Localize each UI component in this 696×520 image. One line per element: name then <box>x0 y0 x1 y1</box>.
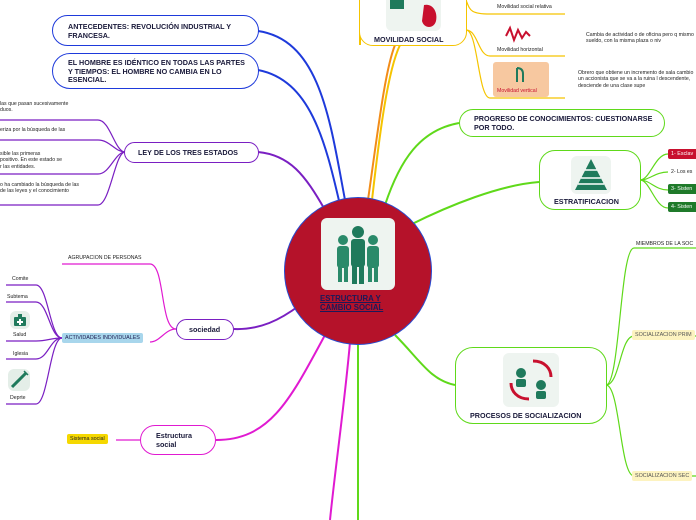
wave-icon <box>502 24 536 44</box>
socializacion-secundaria-tag[interactable]: SOCIALIZACION SEC <box>632 471 693 481</box>
tie-icon <box>516 67 524 82</box>
strata-3[interactable]: 3- Sisten <box>668 184 696 194</box>
central-title: ESTRUCTURA Y CAMBIO SOCIAL <box>320 294 384 313</box>
activity-subtema[interactable]: Subtema <box>7 294 28 300</box>
estratificacion-node[interactable]: ESTRATIFICACION <box>539 150 641 210</box>
hombre-node[interactable]: EL HOMBRE ES IDÉNTICO EN TODAS LAS PARTE… <box>52 53 259 89</box>
strata-4[interactable]: 4- Sisten <box>668 202 696 212</box>
activity-iglesia[interactable]: Iglesia <box>13 351 28 357</box>
activity-comite[interactable]: Comite <box>12 276 29 282</box>
miembros-label[interactable]: MIEMBROS DE LA SOC <box>636 241 694 247</box>
activity-salud[interactable]: Salud <box>13 332 27 338</box>
antecedentes-node[interactable]: ANTECEDENTES: REVOLUCIÓN INDUSTRIAL Y FR… <box>52 15 259 46</box>
strata-2[interactable]: 2- Los es <box>671 169 693 175</box>
cycle-icon <box>503 353 559 407</box>
progreso-node[interactable]: PROGRESO DE CONOCIMIENTOS: CUESTIONARSE … <box>459 109 665 137</box>
activity-deprte[interactable]: Deprte <box>10 395 26 401</box>
mov-horizontal[interactable]: Movilidad horizontal <box>497 47 543 53</box>
movilidad-node[interactable]: MOVILIDAD SOCIAL <box>359 0 467 46</box>
sistema-social-tag[interactable]: Sistema social <box>67 434 108 444</box>
estructura-node[interactable]: Estructura social <box>140 425 216 455</box>
mov-relativa[interactable]: Movilidad social relativa <box>497 4 552 10</box>
target-icon <box>386 0 441 31</box>
central-topic[interactable]: ESTRUCTURA Y CAMBIO SOCIAL <box>284 197 432 345</box>
strata-1[interactable]: 1- Esclav <box>668 149 696 159</box>
socializacion-primaria-tag[interactable]: SOCIALIZACION PRIM <box>632 330 695 340</box>
ley-note-2: eriza por la búsqueda de las <box>0 127 66 133</box>
sociedad-node[interactable]: sociedad <box>176 319 234 340</box>
ley-node[interactable]: LEY DE LOS TRES ESTADOS <box>124 142 259 163</box>
agrupacion-label: AGRUPACION DE PERSONAS <box>68 255 142 261</box>
pyramid-icon <box>571 156 611 194</box>
mov-horizontal-desc: Cambia de actividad o de oficina pero q … <box>586 32 694 45</box>
syringe-icon <box>8 369 30 391</box>
socializacion-node[interactable]: PROCESOS DE SOCIALIZACION <box>455 347 607 424</box>
actividades-tag[interactable]: ACTIVIDADES INDIVIDUALES <box>62 333 143 343</box>
medkit-icon <box>10 311 30 329</box>
mov-vertical-card[interactable]: Movilidad vertical <box>493 62 549 97</box>
mov-vertical-desc: Obrero que obtiene un incremento de sala… <box>578 70 694 89</box>
people-icon <box>321 218 395 290</box>
